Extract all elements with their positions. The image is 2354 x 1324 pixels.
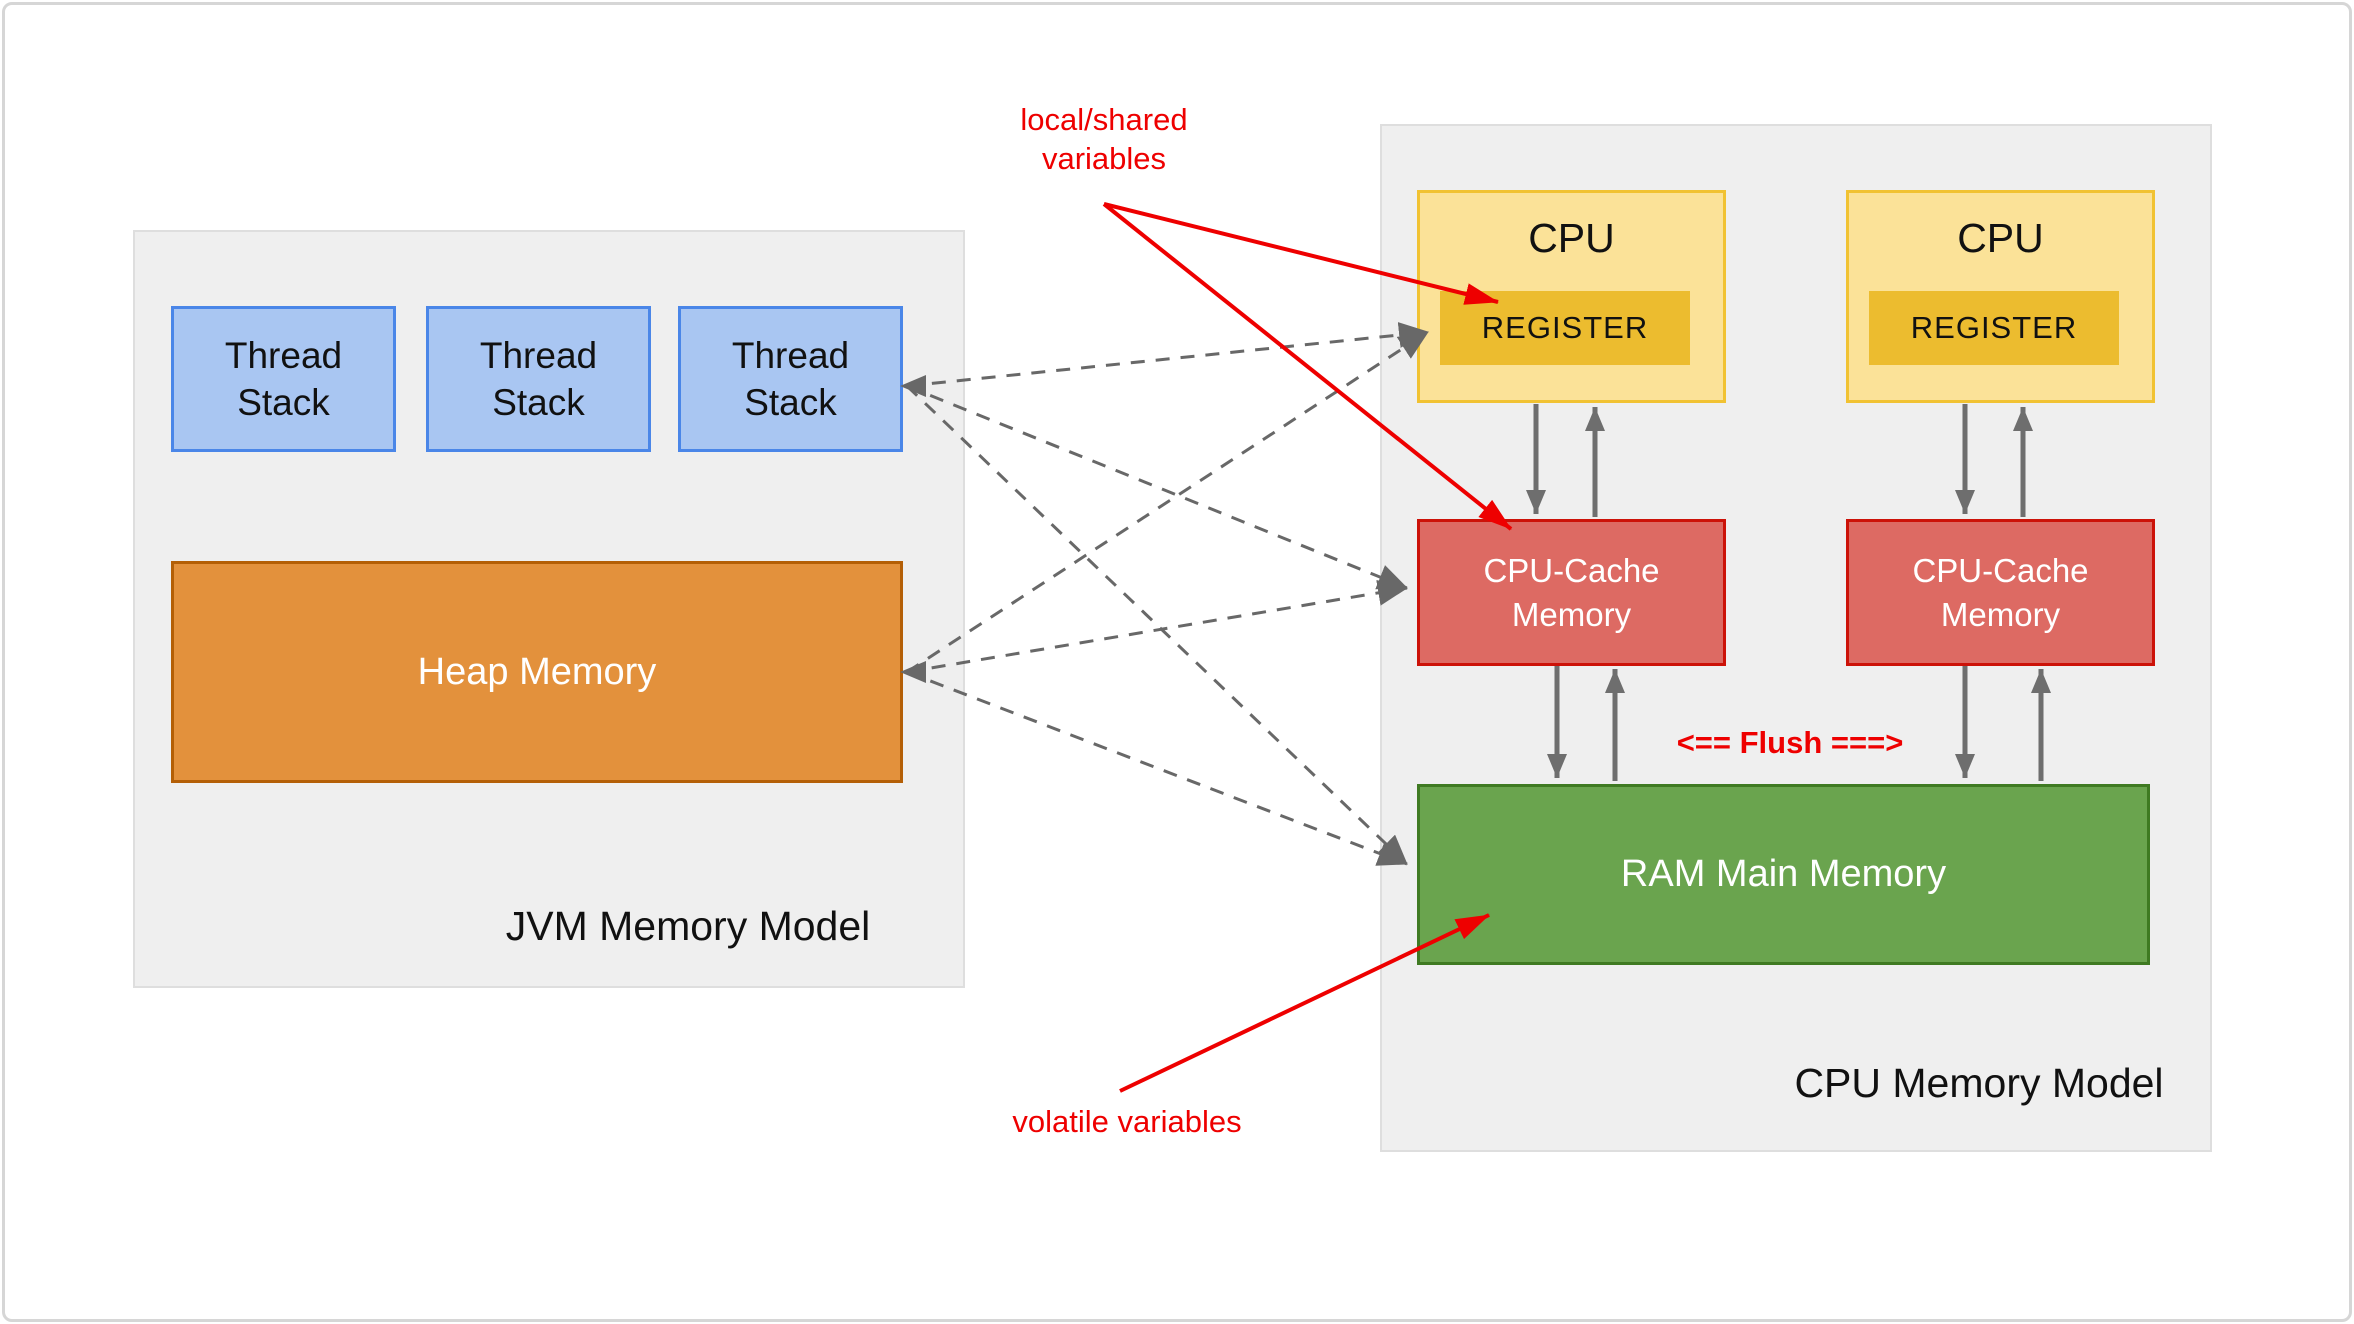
cpu-cache-label: CPU-Cache Memory <box>1912 551 2089 633</box>
jvm-panel-title: JVM Memory Model <box>505 903 871 949</box>
local-shared-variables-note: local/shared variables <box>1020 102 1188 176</box>
register-label: REGISTER <box>1481 310 1649 345</box>
thread-stack-box-3: Thread Stack <box>678 306 903 452</box>
cpu-cache-box-1: CPU-Cache Memory <box>1417 519 1726 666</box>
ram-label: RAM Main Memory <box>1620 853 1947 895</box>
cpu-cache-box-2: CPU-Cache Memory <box>1846 519 2155 666</box>
flush-note: <== Flush ===> <box>1676 725 1904 760</box>
thread-stack-label: Thread Stack <box>224 335 343 423</box>
thread-stack-label: Thread Stack <box>731 335 850 423</box>
cpu-cache-label: CPU-Cache Memory <box>1483 551 1660 633</box>
heap-memory-label: Heap Memory <box>417 650 657 693</box>
cpu-label: CPU <box>1957 215 2044 261</box>
register-label: REGISTER <box>1910 310 2078 345</box>
heap-memory-box: Heap Memory <box>171 561 903 783</box>
cpu-label: CPU <box>1528 215 1615 261</box>
volatile-variables-note: volatile variables <box>1012 1104 1242 1139</box>
ram-main-memory-box: RAM Main Memory <box>1417 784 2150 965</box>
cpu-panel-title: CPU Memory Model <box>1794 1060 2164 1106</box>
thread-stack-box-2: Thread Stack <box>426 306 651 452</box>
thread-stack-label: Thread Stack <box>479 335 598 423</box>
thread-stack-box-1: Thread Stack <box>171 306 396 452</box>
register-box-1: REGISTER <box>1440 291 1690 365</box>
register-box-2: REGISTER <box>1869 291 2119 365</box>
